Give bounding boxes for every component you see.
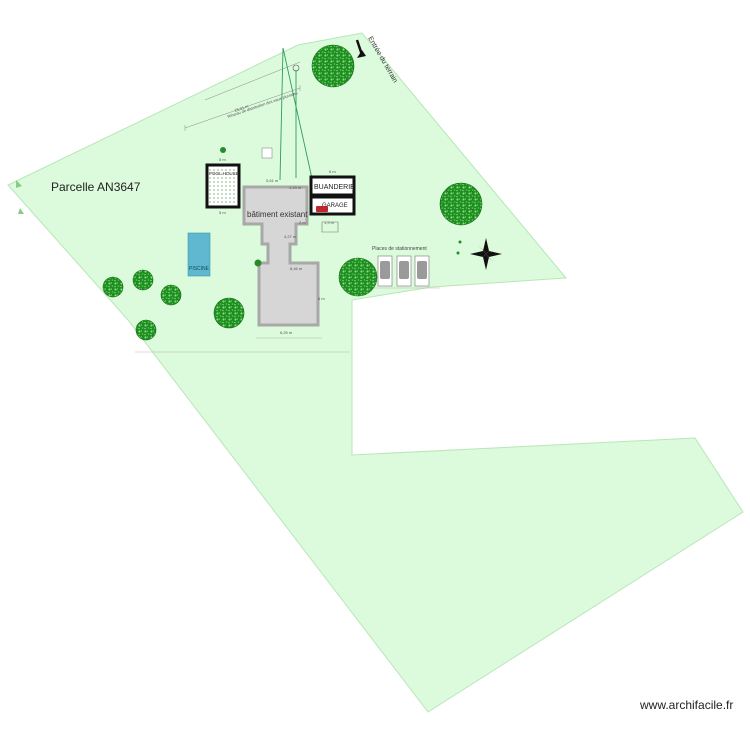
- tree-icon: [213, 297, 245, 329]
- dimension-building-e: 6 m: [318, 296, 325, 301]
- tree-icon: [160, 284, 182, 306]
- dimension-building-a: 0,61 m: [266, 178, 279, 183]
- pool-house-label: POOL HOUSE: [209, 171, 239, 176]
- dimension-pool-house-top: 5 m: [219, 157, 226, 162]
- tree-icon: [102, 276, 124, 298]
- laundry-label: BUANDERIE: [314, 184, 355, 191]
- compass-rose-icon: [470, 238, 502, 270]
- tree-icon: [439, 182, 483, 226]
- entrance-arrow-icon: [355, 39, 366, 58]
- dimension-lines: [135, 287, 440, 353]
- boundary-marker-icon: [16, 180, 22, 188]
- entrance-marker-icon: [321, 221, 339, 233]
- laundry: [309, 175, 356, 197]
- plant-icon: [220, 64, 462, 267]
- dimension-building-c: 6,25 m: [280, 330, 293, 335]
- meter-box-icon: [261, 147, 273, 159]
- dimension-top-length: 15,01 m: [234, 103, 250, 113]
- drainage-lines: [279, 47, 314, 184]
- tree-icon: [132, 269, 154, 291]
- garage-label: GARAGE: [322, 203, 348, 209]
- trees: [102, 44, 483, 341]
- existing-building-label: bâtiment existant: [247, 210, 308, 219]
- watermark: www.archifacile.fr: [640, 698, 734, 712]
- pool-label: PISCINE: [189, 266, 210, 272]
- parcel-label: Parcelle AN3647: [51, 180, 141, 194]
- dimension-building-b: 4,43 m: [289, 185, 302, 190]
- boundary-marker-icon: [18, 208, 24, 214]
- tree-icon: [311, 44, 355, 88]
- parking-label: Places de stationnement: [372, 246, 427, 252]
- dimension-building-d: 8,46 m: [290, 266, 303, 271]
- tree-icon: [338, 257, 378, 297]
- parking-spaces: [377, 255, 430, 287]
- dimension-pool-house-bottom: 5 m: [219, 210, 226, 215]
- pool-house: [205, 163, 241, 209]
- car-icon: [316, 206, 328, 212]
- pool: [187, 232, 211, 277]
- dimension-line-top: [184, 61, 301, 131]
- dimension-building-f: 2 m: [299, 220, 306, 225]
- parcel-area: [7, 32, 744, 713]
- dimension-garage: 1,9 m: [324, 220, 335, 225]
- existing-building: [242, 185, 320, 327]
- dimension-laundry: 6 m: [329, 169, 336, 174]
- dimension-building-g: 4,27 m: [284, 234, 297, 239]
- tree-icon: [135, 319, 157, 341]
